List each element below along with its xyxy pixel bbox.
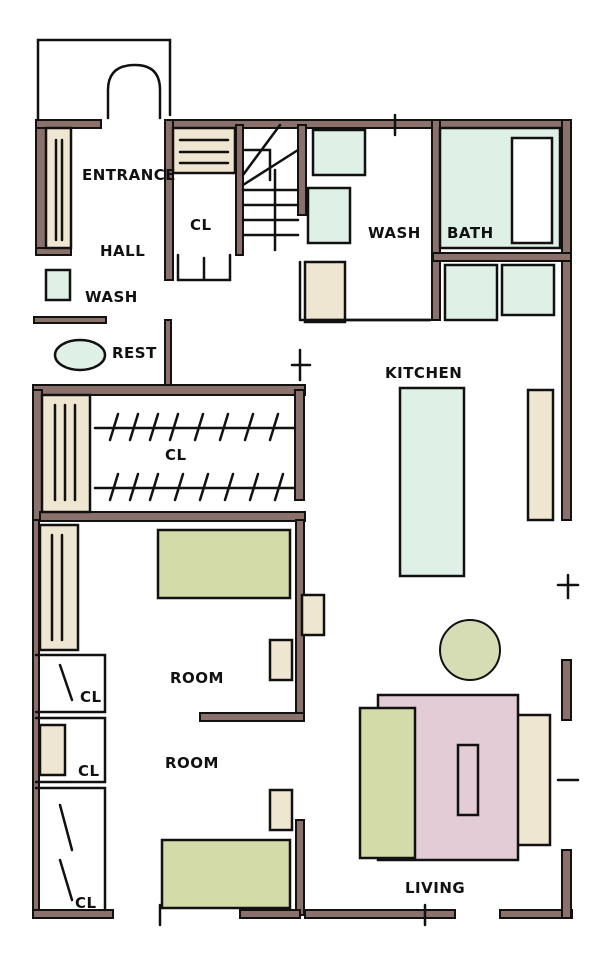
living-furniture [308,318,520,862]
label-living: LIVING [405,879,465,897]
label-hall: HALL [100,242,145,260]
label-room-closet-1: CL [80,688,102,706]
label-small-wash: WASH [85,288,138,306]
label-room-closet-2: CL [78,762,100,780]
label-room-lower: ROOM [165,754,219,772]
staircase [241,123,300,252]
door-markers [158,113,580,927]
label-entrance: ENTRANCE [82,166,176,184]
porch [36,38,172,122]
label-hall-closet: CL [190,216,212,234]
label-bath: BATH [447,224,494,242]
label-rest: REST [112,344,157,362]
closets [34,126,555,912]
beds [156,528,292,910]
label-wash: WASH [368,224,421,242]
label-room-closet-3: CL [75,894,97,912]
label-walkin-closet: CL [165,446,187,464]
label-kitchen: KITCHEN [385,364,462,382]
walls [32,119,573,919]
label-room-upper: ROOM [170,669,224,687]
